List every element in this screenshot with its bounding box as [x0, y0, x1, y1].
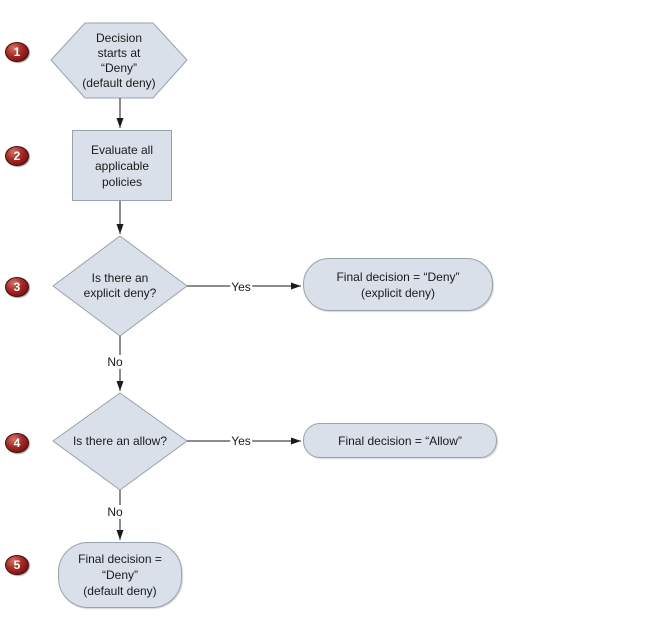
edge-label-no-step4: No: [106, 505, 124, 519]
edge-label-yes-step3: Yes: [230, 280, 252, 294]
step-badge-3: 3: [5, 277, 29, 297]
node-text-line: Evaluate all: [90, 142, 154, 157]
node-text-line: Final decision =: [78, 552, 162, 566]
node-text-line: Final decision = “Allow”: [338, 433, 462, 448]
node-text-line: explicit deny?: [83, 286, 157, 300]
node-text-line: Decision: [95, 30, 143, 45]
node-text-line: policies: [101, 174, 143, 189]
edge-label-yes-step4: Yes: [230, 434, 252, 448]
node-text-line: Final decision = “Deny”: [336, 269, 460, 284]
node-text-line: Is there an allow?: [72, 434, 168, 448]
step-badge-1: 1: [5, 42, 29, 62]
node-text-line: (default deny): [82, 75, 156, 90]
node-step1-label: Decision starts at “Deny” (default deny): [51, 23, 187, 98]
node-text-line: applicable: [94, 158, 150, 173]
edge-label-no-step3: No: [106, 355, 124, 369]
node-step2-process: Evaluate all applicable policies: [72, 130, 172, 201]
node-text-line: (explicit deny): [360, 285, 436, 300]
node-step4-label: Is there an allow?: [53, 393, 187, 490]
step-badge-4: 4: [5, 433, 29, 453]
node-text-line: (default deny): [83, 584, 157, 598]
node-text-line: starts at: [97, 45, 141, 60]
node-text-line: “Deny”: [101, 568, 138, 582]
node-step5-result: Final decision = “Deny” (default deny): [58, 542, 182, 608]
hexagon-step1: [50, 22, 188, 99]
step-badge-2: 2: [5, 146, 29, 166]
node-text-line: “Deny”: [100, 60, 137, 75]
node-step3-label: Is there an explicit deny?: [53, 236, 187, 336]
node-step4-yes-result: Final decision = “Allow”: [303, 423, 497, 458]
node-step3-yes-result: Final decision = “Deny” (explicit deny): [303, 258, 493, 311]
node-text-line: Is there an: [91, 271, 149, 285]
step-badge-5: 5: [5, 555, 29, 575]
